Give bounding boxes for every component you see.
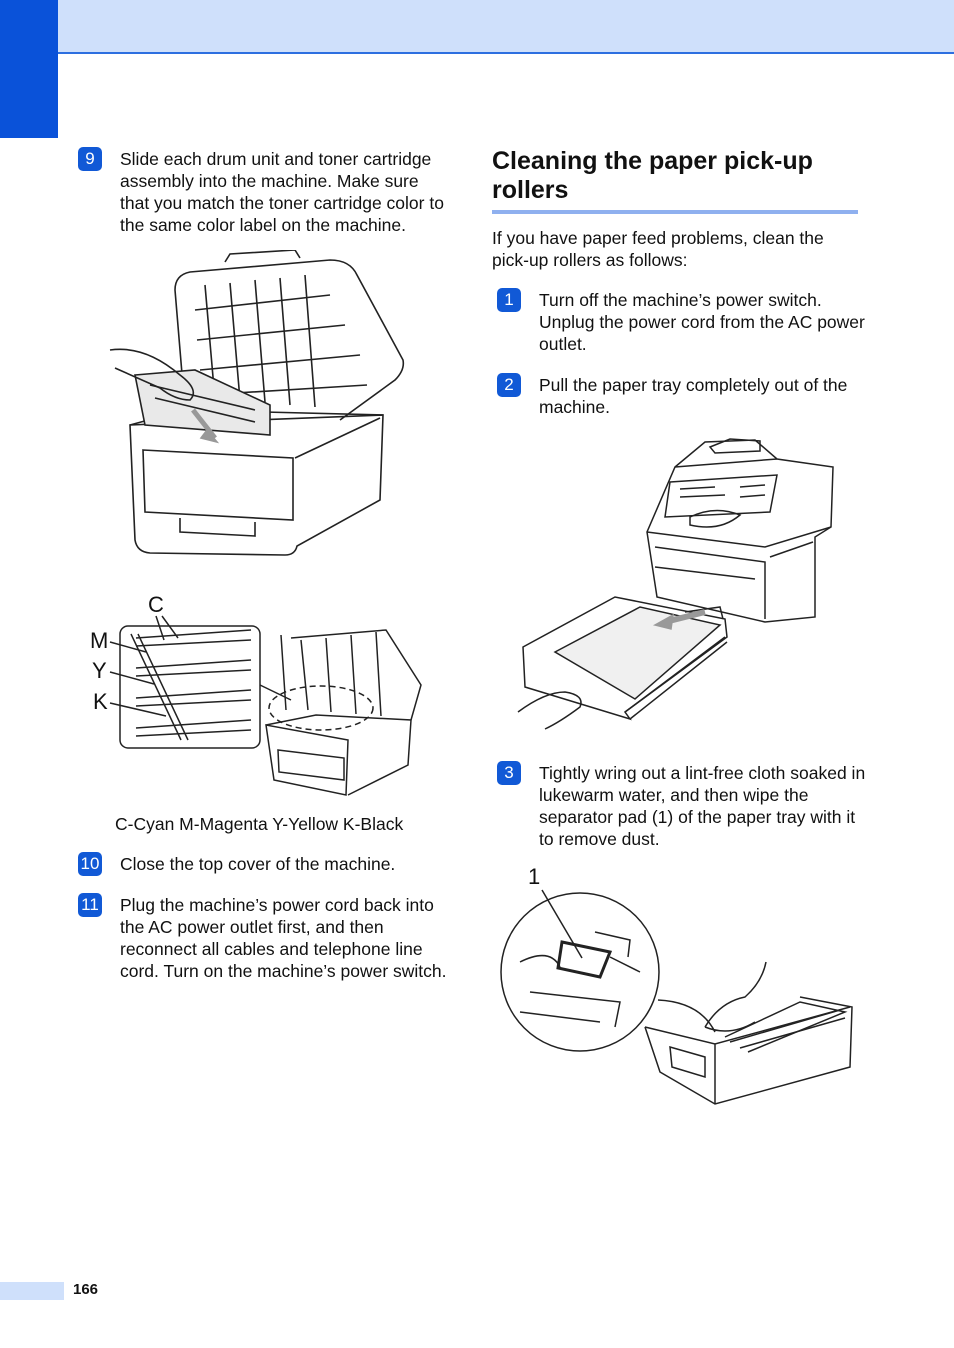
step-2: 2 Pull the paper tray completely out of … bbox=[497, 373, 867, 418]
step-11: 11 Plug the machine’s power cord back in… bbox=[78, 893, 448, 982]
step-text: Slide each drum unit and toner cartridge… bbox=[120, 149, 444, 235]
step-10: 10 Close the top cover of the machine. bbox=[78, 852, 448, 876]
paper-tray-removal-illustration bbox=[515, 437, 837, 737]
label-y: Y bbox=[92, 658, 107, 683]
step-number-badge: 1 bbox=[497, 288, 521, 312]
step-9: 9 Slide each drum unit and toner cartrid… bbox=[78, 147, 448, 236]
step-text: Tightly wring out a lint-free cloth soak… bbox=[539, 763, 866, 849]
callout-label-1: 1 bbox=[528, 864, 540, 889]
printer-drum-insert-illustration bbox=[105, 250, 415, 560]
step-number-badge: 3 bbox=[497, 761, 521, 785]
chapter-tab bbox=[0, 0, 58, 138]
step-text: Turn off the machine’s power switch. Unp… bbox=[539, 290, 865, 354]
separator-pad-cleaning-illustration: 1 bbox=[500, 862, 856, 1108]
section-title: Cleaning the paper pick-up rollers bbox=[492, 147, 813, 204]
color-legend: C-Cyan M-Magenta Y-Yellow K-Black bbox=[115, 814, 404, 834]
header-band bbox=[0, 0, 954, 54]
intro-text: If you have paper feed problems, clean t… bbox=[492, 228, 824, 270]
color-label-illustration: C M Y K bbox=[86, 590, 426, 802]
label-m: M bbox=[90, 628, 108, 653]
step-text: Close the top cover of the machine. bbox=[120, 854, 396, 874]
step-1: 1 Turn off the machine’s power switch. U… bbox=[497, 288, 867, 355]
page-number-band bbox=[0, 1282, 64, 1300]
step-number-badge: 9 bbox=[78, 147, 102, 171]
page-number: 166 bbox=[73, 1281, 99, 1298]
label-c: C bbox=[148, 592, 164, 617]
step-3: 3 Tightly wring out a lint-free cloth so… bbox=[497, 761, 867, 850]
step-number-badge: 10 bbox=[78, 852, 102, 876]
label-k: K bbox=[93, 689, 108, 714]
step-text: Pull the paper tray completely out of th… bbox=[539, 375, 848, 417]
title-rule bbox=[492, 210, 858, 214]
step-text: Plug the machine’s power cord back into … bbox=[120, 895, 447, 981]
step-number-badge: 2 bbox=[497, 373, 521, 397]
step-number-badge: 11 bbox=[78, 893, 102, 917]
